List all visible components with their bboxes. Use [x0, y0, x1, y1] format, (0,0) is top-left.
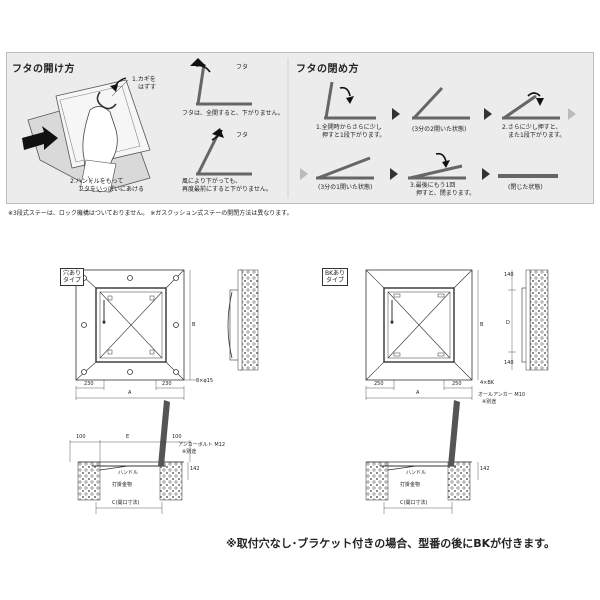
- close-state-third1: (3分の1開いた状態): [318, 184, 373, 191]
- close-step3-line2: 押すと、閉まります。: [416, 190, 476, 197]
- close-step1-diagram: [324, 81, 376, 120]
- close-step3-diagram: [408, 152, 466, 180]
- type-a-dim-width: A: [128, 390, 132, 396]
- flow-arrow-1: [392, 108, 400, 120]
- type-a-tag: 穴あり タイプ: [60, 268, 85, 286]
- type-b-dim-140-bot: 140: [504, 360, 514, 366]
- close-step3-line1: 3.最後にもう1回: [410, 182, 456, 189]
- lid-open-diagram-2: [196, 128, 252, 176]
- type-b-bk: 4×BK: [480, 380, 495, 386]
- lid-caption-2-line1: 風により下がっても、: [182, 178, 242, 185]
- type-b-dim-140-top: 140: [504, 272, 514, 278]
- type-a-handle: ハンドル: [118, 470, 139, 476]
- close-third2-diagram: [412, 86, 470, 120]
- type-b-dim-D: D: [506, 320, 510, 326]
- flow-arrow-2: [484, 108, 492, 120]
- bottom-note: ※取付穴なし･ブラケット付きの場合、型番の後にBKが付きます。: [226, 537, 555, 550]
- type-b-hinge: 打掛金物: [400, 482, 421, 488]
- type-b-dim-142: 142: [480, 466, 490, 472]
- flow-arrow-5: [390, 168, 398, 180]
- type-a-dim-left: 230: [84, 381, 94, 387]
- type-a-section: [69, 400, 191, 514]
- type-a-hinge: 打掛金物: [112, 482, 133, 488]
- open-step1-line1: 1.カギを: [132, 76, 156, 83]
- opening-title: フタの開け方: [12, 64, 75, 75]
- close-third1-diagram: [316, 156, 374, 180]
- lid-caption-1: フタは、全開すると、下がりません。: [182, 110, 284, 117]
- lid-label-1: フタ: [236, 64, 249, 71]
- type-b-tag-line1: BKあり: [325, 270, 346, 277]
- lid-open-diagram-1: [190, 58, 252, 106]
- type-b-dim-right: 250: [452, 381, 462, 387]
- close-step2-line1: 2.さらに少し押すと、: [502, 124, 562, 131]
- type-b-dim-width: A: [416, 390, 420, 396]
- type-a-dim-142: 142: [190, 466, 200, 472]
- type-a-anchor: アンカーボルト M12: [178, 442, 226, 448]
- type-b-opening: C(開口寸法): [400, 500, 428, 506]
- type-b-section: [365, 400, 479, 514]
- flow-arrow-3: [568, 108, 576, 120]
- footnote: ※3段式ステーは、ロック機構はついておりません。 ※ガスクッション式ステーの開閉…: [8, 210, 293, 217]
- type-b-tag-line2: タイプ: [326, 277, 345, 284]
- type-a-anchor-note: ※別途: [182, 449, 197, 455]
- type-b-dim-left: 250: [374, 381, 384, 387]
- type-a-sec-E: E: [126, 434, 130, 440]
- type-a-side: [227, 269, 259, 371]
- close-step2-diagram: [502, 92, 560, 120]
- type-b-side: [508, 269, 549, 371]
- type-b-handle: ハンドル: [406, 470, 427, 476]
- open-step2-line2: フタをいっぱいにあける: [78, 186, 145, 193]
- type-a-tag-line2: タイプ: [63, 277, 82, 284]
- type-a-sec-right: 100: [172, 434, 182, 440]
- open-step1-line2: はずす: [138, 84, 157, 91]
- open-step2-line1: 2.ハンドルをもって: [70, 178, 124, 185]
- lid-caption-2-line2: 再度最前にすると下がりません。: [182, 186, 272, 193]
- close-step1-line1: 1.全開時からさらに少し: [316, 124, 382, 131]
- type-b-plan: [365, 269, 479, 400]
- lid-label-2: フタ: [236, 132, 249, 139]
- type-a-dim-right: 230: [162, 381, 172, 387]
- type-a-sec-left: 100: [76, 434, 86, 440]
- type-b-dim-height: B: [480, 322, 484, 328]
- closing-title: フタの閉め方: [296, 64, 359, 75]
- flow-arrow-6: [482, 168, 490, 180]
- type-a-tag-line1: 穴あり: [63, 270, 82, 277]
- type-a-plan: [75, 269, 196, 400]
- close-state-third2: (3分の2開いた状態): [412, 126, 467, 133]
- type-a-holes: 8×φ15: [196, 378, 214, 384]
- close-step1-line2: 押すと1段下がります。: [322, 132, 386, 139]
- close-state-closed: (閉じた状態): [508, 184, 543, 191]
- flow-arrow-4: [300, 168, 308, 180]
- type-b-anchor-note: ※別途: [482, 399, 497, 405]
- type-a-opening: C(開口寸法): [112, 500, 140, 506]
- close-step2-line2: また1段下がります。: [508, 132, 566, 139]
- type-b-anchor: オールアンカー M10: [478, 392, 526, 398]
- type-b-tag: BKあり タイプ: [322, 268, 349, 286]
- type-a-dim-height: B: [192, 322, 196, 328]
